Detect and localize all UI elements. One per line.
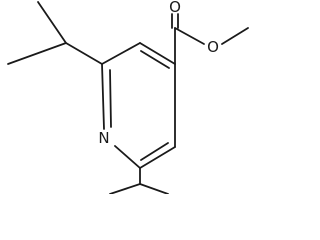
bond-ester-o-methyl: [221, 27, 249, 45]
bond-ch-ch3-right: [139, 183, 169, 194]
ring-bond-c5-c6: [139, 146, 176, 169]
ring-nitrogen-label: N: [98, 129, 109, 147]
methyl-ester-group: [171, 13, 249, 65]
pyridine-ring: [101, 42, 176, 169]
ring-bond-c5-c6-inner: [140, 142, 169, 161]
bond-ch-ch3-left: [109, 183, 141, 194]
chemical-structure-diagram: N O O: [7, 0, 249, 194]
ring-bond-c3-c4: [139, 42, 176, 65]
bond-c2-ch: [65, 42, 103, 65]
bond-ch-ch3-up: [37, 1, 67, 44]
bond-ch-ch3-left: [7, 42, 67, 65]
ring-bond-c3-c4-inner: [140, 50, 170, 69]
bond-carbonyl-c-ester-o: [174, 27, 205, 45]
ring-bond-n-c2: [101, 63, 105, 130]
ring-bond-n-c2-inner: [109, 69, 112, 128]
ring-bond-c6-n: [114, 145, 141, 169]
lower-isopropyl-group: [109, 167, 169, 194]
ring-bond-c2-c3: [101, 42, 141, 65]
ester-oxygen-label: O: [207, 38, 219, 56]
upper-isopropyl-group: [7, 1, 103, 65]
carbonyl-oxygen-label: O: [169, 0, 181, 16]
